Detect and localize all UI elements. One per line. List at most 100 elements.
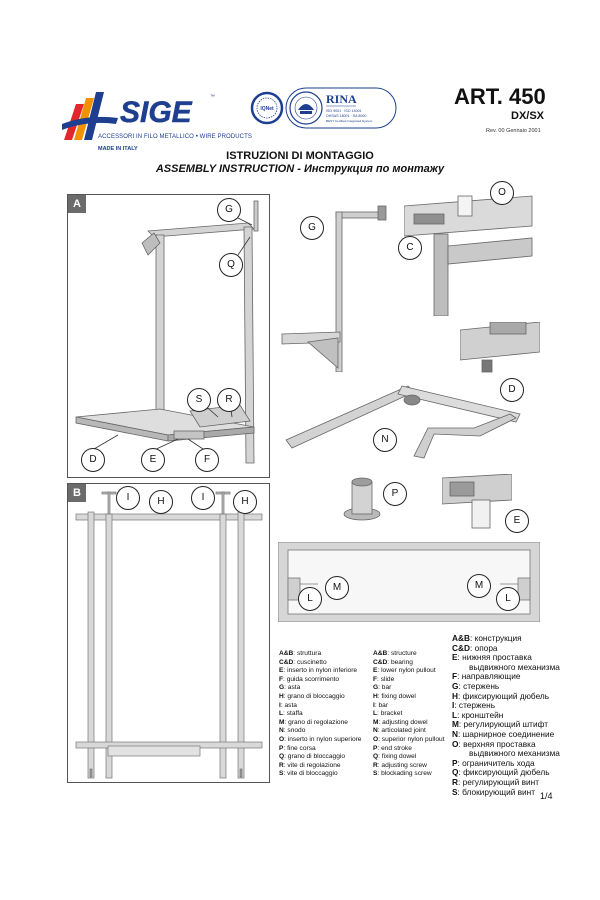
legend-en-text: : bar	[374, 701, 389, 709]
legend-it-entry: F: guida scorrimento	[279, 676, 361, 685]
callout-a-s: S	[187, 388, 211, 412]
legend-it-text: : vite di regolazione	[283, 761, 341, 769]
rina-seal-icon	[289, 91, 323, 125]
legend-en-entry: I: bar	[373, 702, 444, 711]
legend-it-entry: O: inserto in nylon superiore	[279, 736, 361, 745]
legend-it-key: R	[279, 761, 284, 769]
legend-en-entry: N: articolated joint	[373, 727, 444, 736]
legend-it-text: : grano di bloccaggio	[283, 692, 345, 700]
cert-name: RINA	[326, 92, 357, 106]
legend-en-text: : bar	[378, 684, 392, 692]
legend-ru-key: H	[452, 690, 458, 701]
legend-ru-text: : опора	[469, 642, 498, 653]
legend-ru-entry: R: регулирующий винт	[452, 777, 560, 788]
legend-ru-entry: F: направляющие	[452, 672, 560, 682]
legend-ru-entry: выдвижного механизма	[452, 748, 560, 759]
legend-it-key: P	[279, 744, 284, 752]
legend-ru-entry: O: верхняя проставка	[452, 738, 560, 750]
legend-it-key: F	[279, 675, 284, 683]
legend-en-key: O	[373, 735, 379, 743]
legend-en-key: C&D	[373, 658, 388, 666]
legend-en-text: : bracket	[377, 710, 403, 718]
legend-it-entry: E: inserto in nylon inferiore	[279, 667, 361, 676]
page-number: 1/4	[540, 791, 553, 801]
legend-ru-entry: M: регулирующий штифт	[452, 720, 560, 730]
legend-ru-text: выдвижного механизма	[469, 661, 560, 672]
legend-ru-entry: P: ограничитель хода	[452, 758, 560, 769]
legend-ru-entry: Q: фиксирующий дюбель	[452, 768, 560, 778]
legend-it-text: : snodo	[283, 727, 306, 735]
legend-en-key: P	[373, 744, 378, 752]
legend-en-text: : bearing	[387, 658, 413, 666]
legend-ru-entry: C&D: опора	[452, 642, 560, 654]
callout-a-d: D	[81, 448, 105, 472]
detail-n-joint-drawing	[285, 385, 521, 459]
legend-en-text: : superior nylon pullout	[378, 735, 445, 743]
legend-en-entry: O: superior nylon pullout	[373, 736, 444, 745]
callout-a-q: Q	[219, 253, 243, 277]
legend-en-entry: E: lower nylon pullout	[373, 667, 444, 676]
legend-ru-text: : стержень	[454, 700, 496, 711]
panel-a: A G Q S R D E F	[67, 194, 270, 478]
title-english-russian: ASSEMBLY INSTRUCTION - Инструкция по мон…	[155, 163, 445, 175]
legend-en-key: F	[373, 675, 378, 683]
callout-detail-l-right: L	[496, 587, 520, 611]
panel-b: B I H I H	[67, 483, 270, 783]
sige-logo: SIGE ™	[62, 92, 215, 140]
panel-a-structure-drawing	[75, 200, 259, 464]
legend-ru-entry: G: стержень	[452, 681, 560, 692]
panel-a-tag: A	[68, 195, 86, 213]
legend-en-key: S	[373, 770, 378, 778]
legend-it-key: C&D	[279, 658, 294, 666]
legend-en-key: E	[373, 667, 378, 675]
legend-ru-text: : шарнирное соединение	[458, 728, 555, 739]
legend-ru-key: S	[452, 786, 458, 797]
legend-en-text: : end stroke	[377, 744, 412, 752]
legend-ru-text: : блокирующий винт	[457, 786, 536, 797]
legend-en-key: Q	[373, 753, 379, 761]
legend-ru-entry: выдвижного механизма	[452, 661, 560, 673]
logo-stripes-icon	[62, 92, 118, 140]
legend-it-text: : asta	[284, 684, 301, 692]
legend-ru-entry: E: нижняя проставка	[452, 652, 560, 663]
callout-a-r: R	[217, 388, 241, 412]
certification-badges: IQNet RINA ISO 9001 · ISO 14001 OHSAS 18…	[250, 87, 397, 129]
legend-ru-text: : верхняя проставка	[458, 738, 536, 749]
legend-en-key: A&B	[373, 650, 388, 657]
legend-ru-key: F	[452, 671, 458, 682]
callout-b-h-left: H	[149, 490, 173, 514]
legend-it-text: : cuscinetto	[293, 658, 327, 666]
legend-it-entry: S: vite di bloccaggio	[279, 770, 361, 779]
callout-detail-l-left: L	[298, 587, 322, 611]
legend-it-entry: H: grano di bloccaggio	[279, 693, 361, 702]
callout-a-f: F	[195, 448, 219, 472]
legend-it-text: : asta	[280, 701, 297, 709]
legend-en-entry: M: adjusting dowel	[373, 719, 444, 728]
callout-a-g: G	[217, 198, 241, 222]
legend-it-text: : grano di bloccaggio	[284, 753, 345, 761]
legend-en-key: M	[373, 718, 379, 726]
legend-ru-text: : фиксирующий дюбель	[458, 690, 550, 701]
legend-ru-key: M	[452, 719, 459, 730]
legend-it-entry: R: vite di regolazione	[279, 762, 361, 771]
legend-it-entry: A&B: struttura	[279, 650, 361, 659]
callout-detail-o: O	[490, 181, 514, 205]
legend-en-entry: P: end stroke	[373, 745, 444, 754]
callout-b-h-right: H	[233, 490, 257, 514]
cert-line-1: ISO 9001 · ISO 14001	[326, 109, 362, 113]
cert-line-3: BEST Certified Integrated System	[326, 119, 373, 123]
legend-ru-key: O	[452, 738, 459, 749]
callout-detail-m-right: M	[467, 574, 491, 598]
legend-it-entry: P: fine corsa	[279, 745, 361, 754]
legend-en-text: : blockading screw	[377, 770, 432, 778]
legend-it-entry: L: staffa	[279, 710, 361, 719]
legend-en-key: R	[373, 761, 378, 769]
detail-o-c-drawing	[404, 195, 533, 316]
legend-ru-key: I	[452, 700, 455, 711]
legend-ru-entry: A&B: конструкция	[452, 633, 560, 644]
legend-it-key: O	[279, 735, 285, 743]
legend-en-key: G	[373, 684, 379, 692]
svg-text:IQNet: IQNet	[260, 106, 274, 112]
legend-en-entry: F: slide	[373, 676, 444, 685]
